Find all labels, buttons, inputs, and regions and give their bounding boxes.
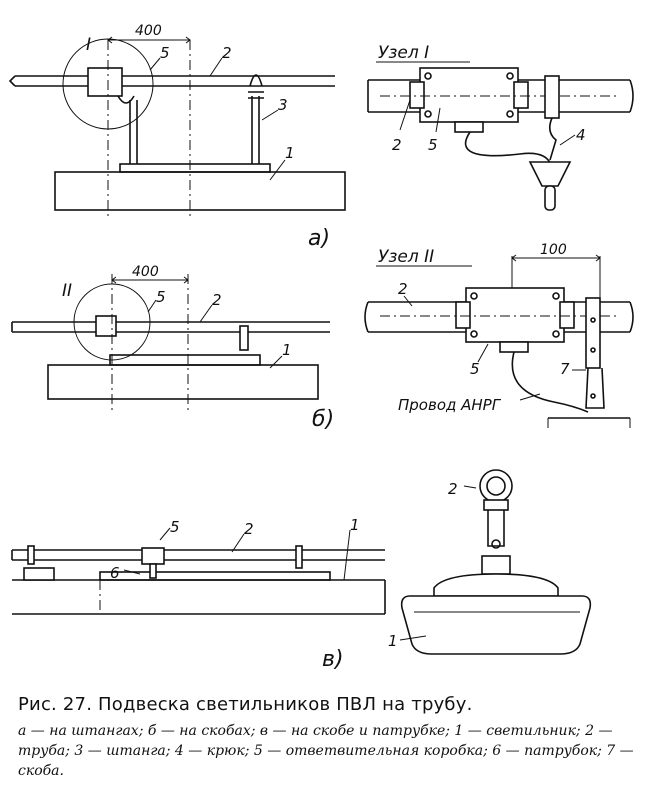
arrow-left-icon	[8, 75, 16, 87]
junction-box	[87, 67, 123, 97]
label-2-uzel-i: 2	[392, 136, 402, 154]
caption-title: Рис. 27. Подвеска светильников ПВЛ на тр…	[18, 694, 473, 715]
label-uzel-ii: Узел II	[378, 247, 434, 267]
label-2-a: 2	[222, 44, 232, 62]
label-5-uzel-ii: 5	[470, 360, 480, 378]
label-1-lamp: 1	[388, 632, 398, 650]
lamp-housing	[400, 595, 592, 655]
label-1-b: 1	[282, 341, 292, 359]
label-3-a: 3	[278, 96, 288, 114]
panel-v: 5 2 1 6 в)	[11, 516, 386, 672]
label-5-b: 5	[156, 288, 166, 306]
label-6-v: 6	[110, 564, 120, 582]
panel-b: II 400 5 2 1 б)	[11, 264, 334, 432]
label-2-v: 2	[244, 520, 254, 538]
uzel-ii-junction-box	[465, 287, 565, 343]
label-2-uzel-ii: 2	[398, 280, 408, 298]
label-sub-b: б)	[312, 407, 334, 432]
label-5-v: 5	[170, 518, 180, 536]
label-sub-v: в)	[322, 647, 344, 672]
label-7-uzel-ii: 7	[560, 360, 570, 378]
detail-uzel-i: Узел I 2 5 4	[367, 43, 634, 211]
caption-legend: а — на штангах; б — на скобах; в — на ск…	[18, 723, 634, 779]
label-2-lamp: 2	[448, 480, 458, 498]
label-uzel-i: Узел I	[378, 43, 429, 63]
figure-caption: Рис. 27. Подвеска светильников ПВЛ на тр…	[18, 694, 638, 781]
label-4-uzel-i: 4	[576, 126, 586, 144]
lamp-side-view: 2 1	[388, 469, 592, 655]
label-1-v: 1	[350, 516, 360, 534]
uzel-i-junction-box	[419, 67, 519, 123]
label-dim-400-b: 400	[132, 264, 159, 280]
label-node-i: I	[86, 35, 91, 55]
label-5-a: 5	[160, 44, 170, 62]
lamp-body-b	[47, 364, 319, 400]
lamp-body	[54, 171, 346, 211]
label-dim-400-a: 400	[135, 23, 162, 39]
detail-uzel-ii: Узел II 100 2 5 7	[364, 242, 634, 428]
label-2-b: 2	[212, 291, 222, 309]
label-node-ii: II	[62, 281, 72, 301]
label-dim-100: 100	[540, 242, 567, 258]
panel-a: I 400 5 2 3 1 а)	[8, 23, 346, 251]
label-sub-a: а)	[308, 226, 330, 251]
label-1-a: 1	[285, 144, 295, 162]
label-wire: Провод АНРГ	[398, 396, 502, 414]
label-5-uzel-i: 5	[428, 136, 438, 154]
